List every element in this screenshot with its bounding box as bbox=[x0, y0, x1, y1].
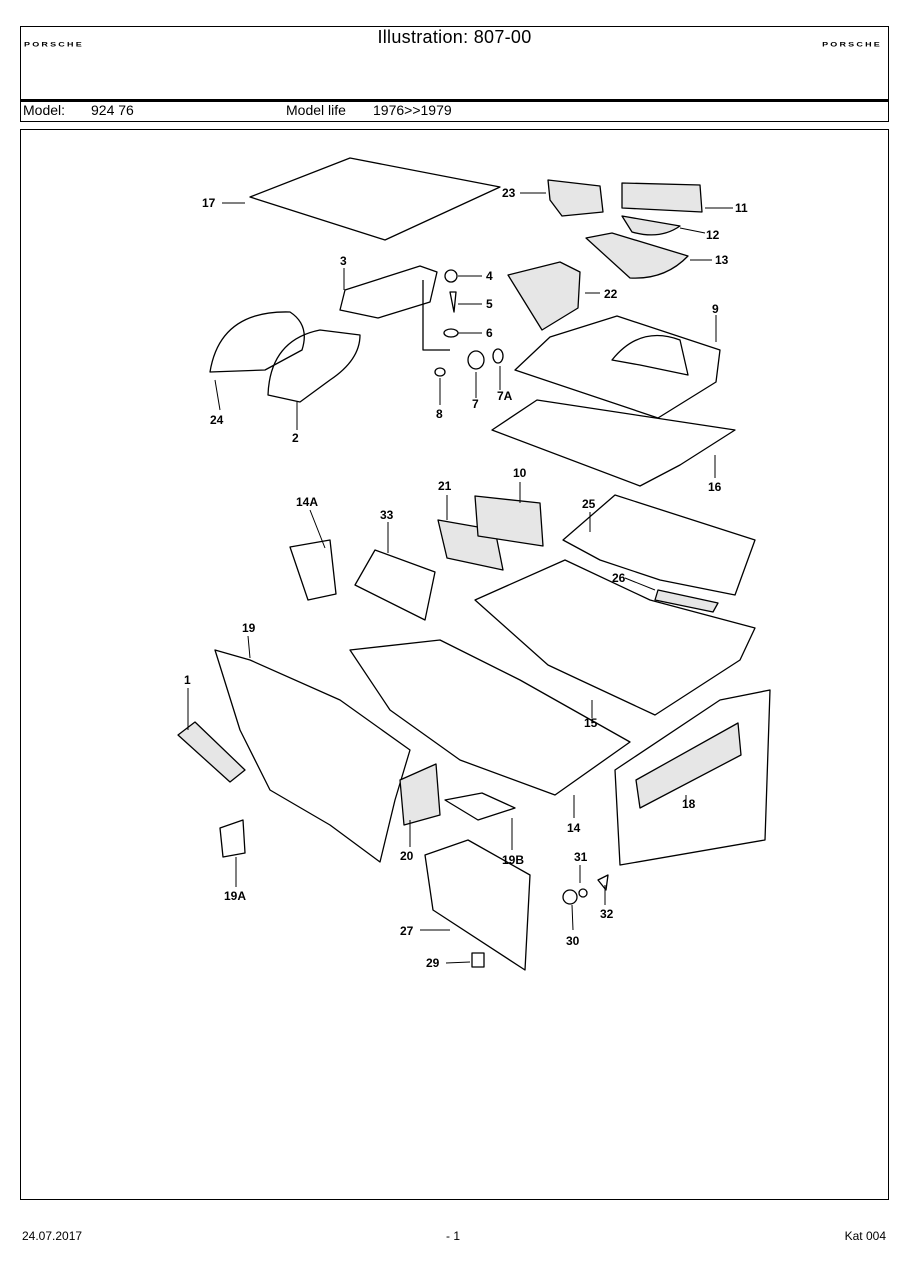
part-14-floor bbox=[349, 639, 631, 796]
porsche-logo-left: PORSCHE bbox=[24, 40, 84, 48]
model-life-label: Model life bbox=[286, 102, 346, 118]
part-19A-plate bbox=[219, 819, 246, 858]
part-14A-plate bbox=[289, 539, 337, 601]
part-18-strip bbox=[635, 722, 742, 809]
callout-5: 5 bbox=[486, 297, 493, 311]
callout-14: 14 bbox=[567, 821, 581, 835]
callout-19B: 19B bbox=[502, 853, 524, 867]
part-32-screw bbox=[597, 874, 609, 891]
callout-10: 10 bbox=[513, 466, 527, 480]
callout-6: 6 bbox=[486, 326, 493, 340]
part-17-headliner bbox=[249, 157, 501, 241]
callout-16: 16 bbox=[708, 480, 722, 494]
part-30-nut bbox=[562, 889, 578, 905]
callout-9: 9 bbox=[712, 302, 719, 316]
footer-catalog: Kat 004 bbox=[844, 1229, 886, 1243]
callout-1: 1 bbox=[184, 673, 191, 687]
callout-29: 29 bbox=[426, 956, 440, 970]
part-7A-grommet bbox=[492, 348, 504, 364]
callout-14A: 14A bbox=[296, 495, 318, 509]
part-3-trim bbox=[339, 265, 438, 319]
part-16-carpet bbox=[491, 399, 736, 487]
part-2-housing bbox=[267, 329, 361, 403]
callout-19: 19 bbox=[242, 621, 256, 635]
illustration-frame bbox=[20, 129, 889, 1200]
footer-page-number: - 1 bbox=[446, 1229, 461, 1243]
part-11-pad bbox=[621, 182, 703, 213]
part-26-strip bbox=[654, 589, 719, 613]
part-29-clip bbox=[471, 952, 485, 968]
callout-32: 32 bbox=[600, 907, 614, 921]
part-18-panel bbox=[614, 689, 771, 866]
callout-19A: 19A bbox=[224, 889, 246, 903]
callout-3: 3 bbox=[340, 254, 347, 268]
model-label: Model: bbox=[23, 102, 66, 118]
part-24-housing bbox=[209, 311, 305, 373]
callout-20: 20 bbox=[400, 849, 414, 863]
part-23-pad bbox=[547, 179, 604, 217]
part-33-tray bbox=[354, 549, 436, 621]
porsche-logo-right: PORSCHE bbox=[822, 40, 882, 48]
callout-33: 33 bbox=[380, 508, 394, 522]
callout-27: 27 bbox=[400, 924, 414, 938]
model-info-row: Model: 924 76 Model life 1976>>1979 bbox=[20, 102, 889, 122]
callout-23: 23 bbox=[502, 186, 516, 200]
callout-13: 13 bbox=[715, 253, 729, 267]
part-15-floor bbox=[474, 559, 756, 716]
callout-7A: 7A bbox=[497, 389, 513, 403]
callout-25: 25 bbox=[582, 497, 596, 511]
part-19-firewall bbox=[214, 649, 411, 863]
callout-24: 24 bbox=[210, 413, 224, 427]
callout-26: 26 bbox=[612, 571, 626, 585]
part-10-pad bbox=[474, 495, 544, 547]
callout-31: 31 bbox=[574, 850, 588, 864]
part-5-screw bbox=[449, 291, 457, 313]
callout-21: 21 bbox=[438, 479, 452, 493]
part-22-pad bbox=[507, 261, 581, 331]
callout-2: 2 bbox=[292, 431, 299, 445]
callout-22: 22 bbox=[604, 287, 618, 301]
part-4-clip bbox=[444, 269, 458, 283]
callout-18: 18 bbox=[682, 797, 696, 811]
part-1-pad bbox=[177, 721, 246, 783]
callout-30: 30 bbox=[566, 934, 580, 948]
callout-8: 8 bbox=[436, 407, 443, 421]
callout-labels: 17 23 11 12 13 3 4 5 6 22 9 24 2 8 7 7A … bbox=[184, 186, 748, 970]
part-13-pad bbox=[585, 232, 689, 279]
part-27-panel bbox=[424, 839, 531, 971]
part-19B-plate bbox=[444, 792, 516, 821]
part-6-washer bbox=[443, 328, 459, 338]
callout-12: 12 bbox=[706, 228, 720, 242]
part-12-pad bbox=[621, 215, 681, 236]
part-20-pad bbox=[399, 763, 441, 826]
model-life-value: 1976>>1979 bbox=[373, 102, 452, 118]
model-value: 924 76 bbox=[91, 102, 134, 118]
part-9-floor bbox=[514, 315, 721, 419]
part-8-bolt bbox=[434, 367, 446, 377]
page-title: Illustration: 807-00 bbox=[377, 27, 532, 47]
callout-17: 17 bbox=[202, 196, 216, 210]
callout-7: 7 bbox=[472, 397, 479, 411]
part-25-tunnel bbox=[562, 494, 756, 596]
part-7-grommet bbox=[467, 350, 485, 370]
part-31-washer bbox=[578, 888, 588, 898]
header-divider bbox=[20, 99, 889, 102]
part-9-wheelwell bbox=[611, 334, 689, 376]
callout-4: 4 bbox=[486, 269, 493, 283]
footer-date: 24.07.2017 bbox=[22, 1229, 83, 1243]
bracket-line bbox=[422, 280, 450, 351]
header-box: PORSCHE Illustration: 807-00 PORSCHE bbox=[20, 26, 889, 101]
callout-15: 15 bbox=[584, 716, 598, 730]
callout-11: 11 bbox=[735, 201, 748, 215]
leader-lines bbox=[187, 192, 733, 964]
